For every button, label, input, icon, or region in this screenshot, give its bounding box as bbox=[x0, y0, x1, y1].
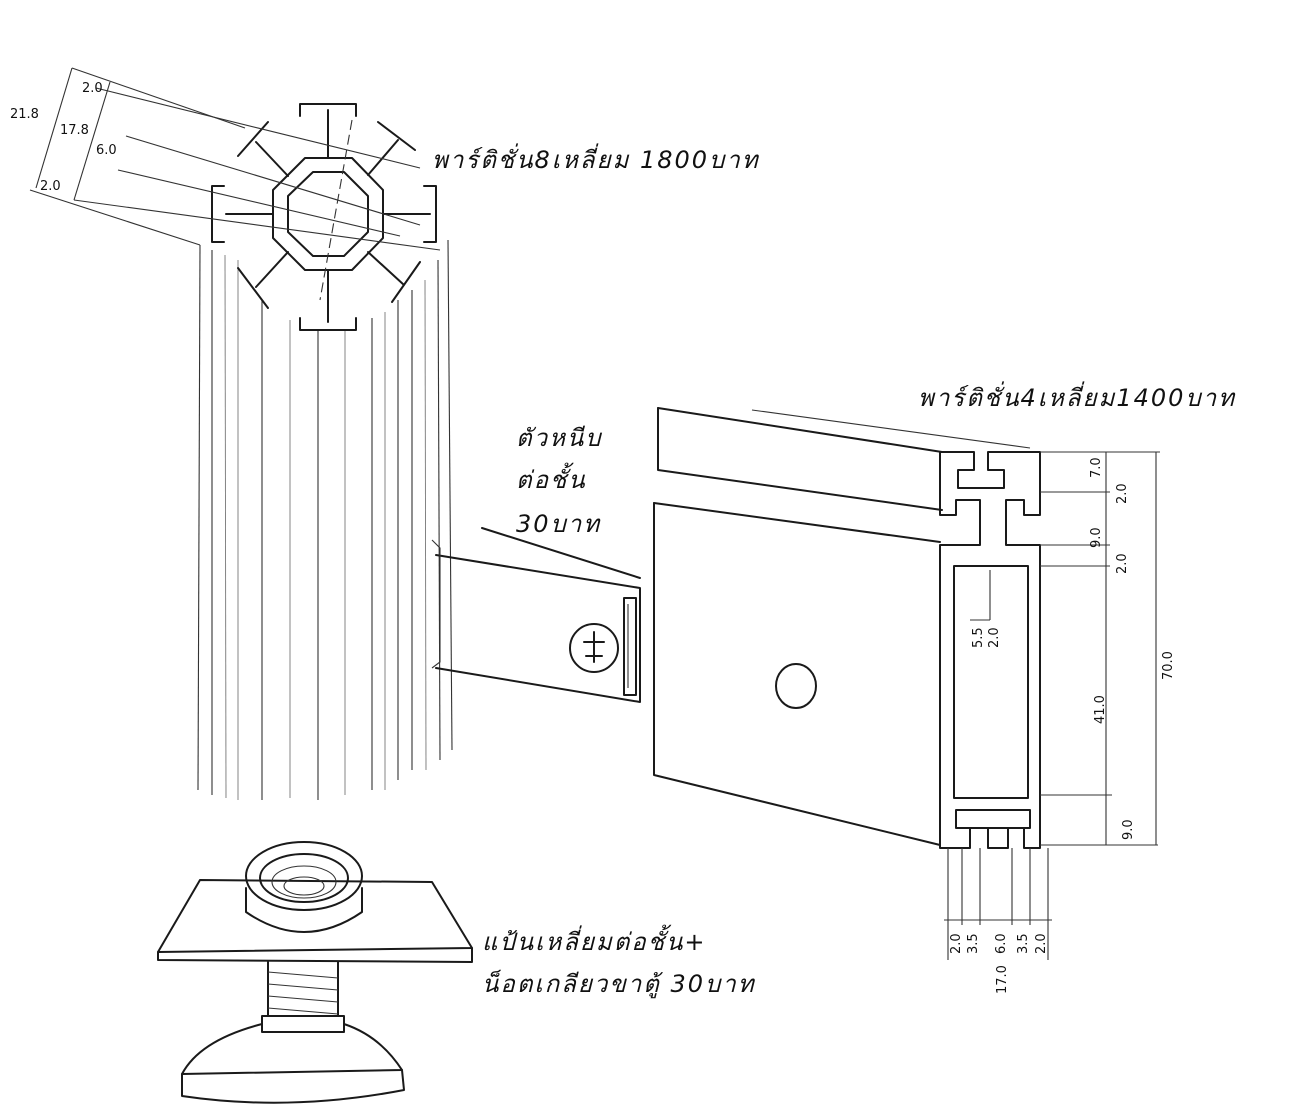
octagon-dim-2-0-bottom: 2.0 bbox=[40, 179, 61, 194]
four-side-dim-70-0: 70.0 bbox=[1161, 651, 1176, 680]
four-side-dim-bottom-2-0-b: 2.0 bbox=[1034, 933, 1049, 954]
shelf-clip-drawing bbox=[431, 527, 641, 703]
octagon-arms bbox=[211, 103, 437, 331]
octagon-post-drawing bbox=[29, 67, 453, 800]
four-side-dim-2-0-inner: 2.0 bbox=[987, 627, 1002, 648]
octagon-dim-21-8: 21.8 bbox=[10, 107, 39, 122]
clip-label-line3: 30บาท bbox=[516, 510, 602, 538]
octagon-dim-2-0-top: 2.0 bbox=[82, 81, 103, 96]
four-side-dim-bottom-3-5-a: 3.5 bbox=[966, 933, 981, 954]
four-side-dim-bottom-17-0: 17.0 bbox=[995, 965, 1010, 994]
four-side-dim-5-5: 5.5 bbox=[971, 627, 986, 648]
octagon-dim-6-0: 6.0 bbox=[96, 143, 117, 158]
four-side-dim-bottom-3-5-b: 3.5 bbox=[1016, 933, 1031, 954]
octagon-dim-17-8: 17.8 bbox=[60, 123, 89, 138]
base-plate-label-line1: แป้นเหลี่ยมต่อชั้น+ bbox=[482, 928, 707, 956]
four-side-panel-drawing bbox=[653, 407, 1160, 960]
base-plate-drawing bbox=[157, 841, 473, 1104]
four-side-dim-2-0-b: 2.0 bbox=[1115, 553, 1130, 574]
four-side-dim-41-0: 41.0 bbox=[1093, 695, 1108, 724]
clip-label-line2: ต่อชั้น bbox=[516, 466, 587, 494]
four-side-dim-2-0-a: 2.0 bbox=[1115, 483, 1130, 504]
four-side-dim-9-0-b: 9.0 bbox=[1121, 819, 1136, 840]
octagon-partition-label: พาร์ติชั่น8เหลี่ยม 1800บาท bbox=[432, 146, 760, 174]
four-side-dim-bottom-2-0-a: 2.0 bbox=[949, 933, 964, 954]
four-side-dim-9-0-a: 9.0 bbox=[1089, 527, 1104, 548]
four-side-dim-7-0: 7.0 bbox=[1089, 457, 1104, 478]
four-side-partition-label: พาร์ติชั่น4เหลี่ยม1400บาท bbox=[918, 384, 1236, 412]
clip-label-line1: ตัวหนีบ bbox=[516, 424, 603, 452]
four-side-dim-bottom-6-0: 6.0 bbox=[994, 933, 1009, 954]
base-plate-label-line2: น็อตเกลียวขาตู้ 30บาท bbox=[482, 970, 756, 998]
